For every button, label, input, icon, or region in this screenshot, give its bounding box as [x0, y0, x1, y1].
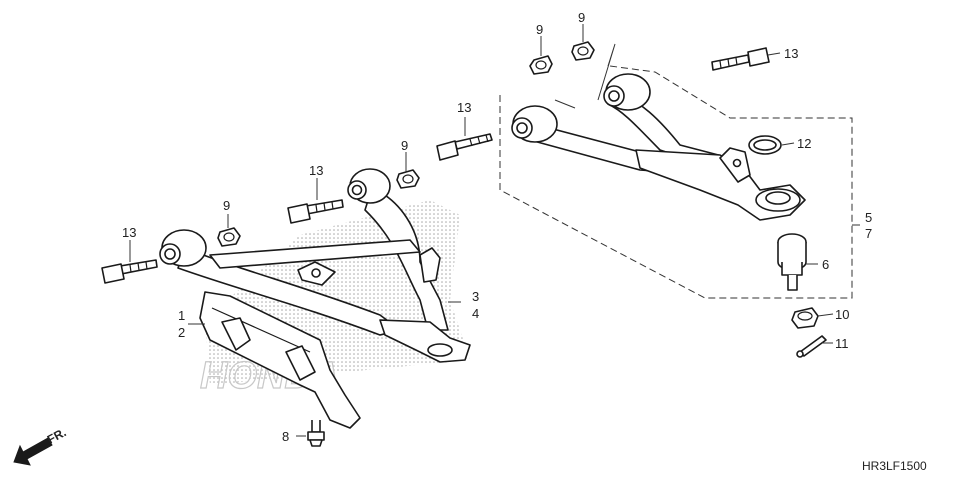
bolt-lower-rear — [287, 199, 344, 224]
callout-4: 4 — [472, 306, 479, 321]
callout-13-lower-rear: 13 — [309, 163, 323, 178]
front-direction-arrow: FR. — [13, 425, 68, 466]
nut-lower-1 — [217, 227, 241, 247]
callout-11: 11 — [835, 336, 849, 351]
callout-5: 5 — [865, 210, 872, 225]
callout-13-upper-front: 13 — [784, 46, 798, 61]
callout-1: 1 — [178, 308, 185, 323]
callout-9-lower-left: 9 — [223, 198, 230, 213]
castle-nut — [791, 307, 819, 329]
callout-10: 10 — [835, 307, 849, 322]
callout-9-upper-left: 9 — [536, 22, 543, 37]
snap-ring — [748, 135, 782, 155]
callout-3: 3 — [472, 289, 479, 304]
callouts: 9 9 13 13 12 9 13 9 13 5 7 6 3 4 1 2 10 … — [122, 10, 872, 444]
nut-lower-2 — [396, 169, 420, 189]
callout-13-upper-rear: 13 — [457, 100, 471, 115]
lower-arm — [159, 168, 471, 363]
upper-arm — [511, 73, 806, 221]
callout-8: 8 — [282, 429, 289, 444]
callout-9-lower-right: 9 — [401, 138, 408, 153]
callout-7: 7 — [865, 226, 872, 241]
skid-plate-bolt — [307, 420, 325, 447]
callout-2: 2 — [178, 325, 185, 340]
skid-plate — [199, 291, 361, 429]
ball-joint — [777, 233, 807, 291]
cotter-pin — [796, 335, 827, 358]
nut-upper-2 — [571, 41, 595, 61]
callout-6: 6 — [822, 257, 829, 272]
callout-12: 12 — [797, 136, 811, 151]
assembly-bracket — [499, 65, 860, 299]
callout-13-lower-front: 13 — [122, 225, 136, 240]
nut-upper-1 — [529, 55, 553, 75]
callout-9-upper-right: 9 — [578, 10, 585, 25]
bolt-upper-rear — [436, 133, 493, 161]
leader-lines — [129, 24, 834, 437]
drawing-code: HR3LF1500 — [862, 459, 927, 473]
bolt-lower-front — [101, 259, 158, 284]
bolt-upper-front — [711, 47, 770, 71]
